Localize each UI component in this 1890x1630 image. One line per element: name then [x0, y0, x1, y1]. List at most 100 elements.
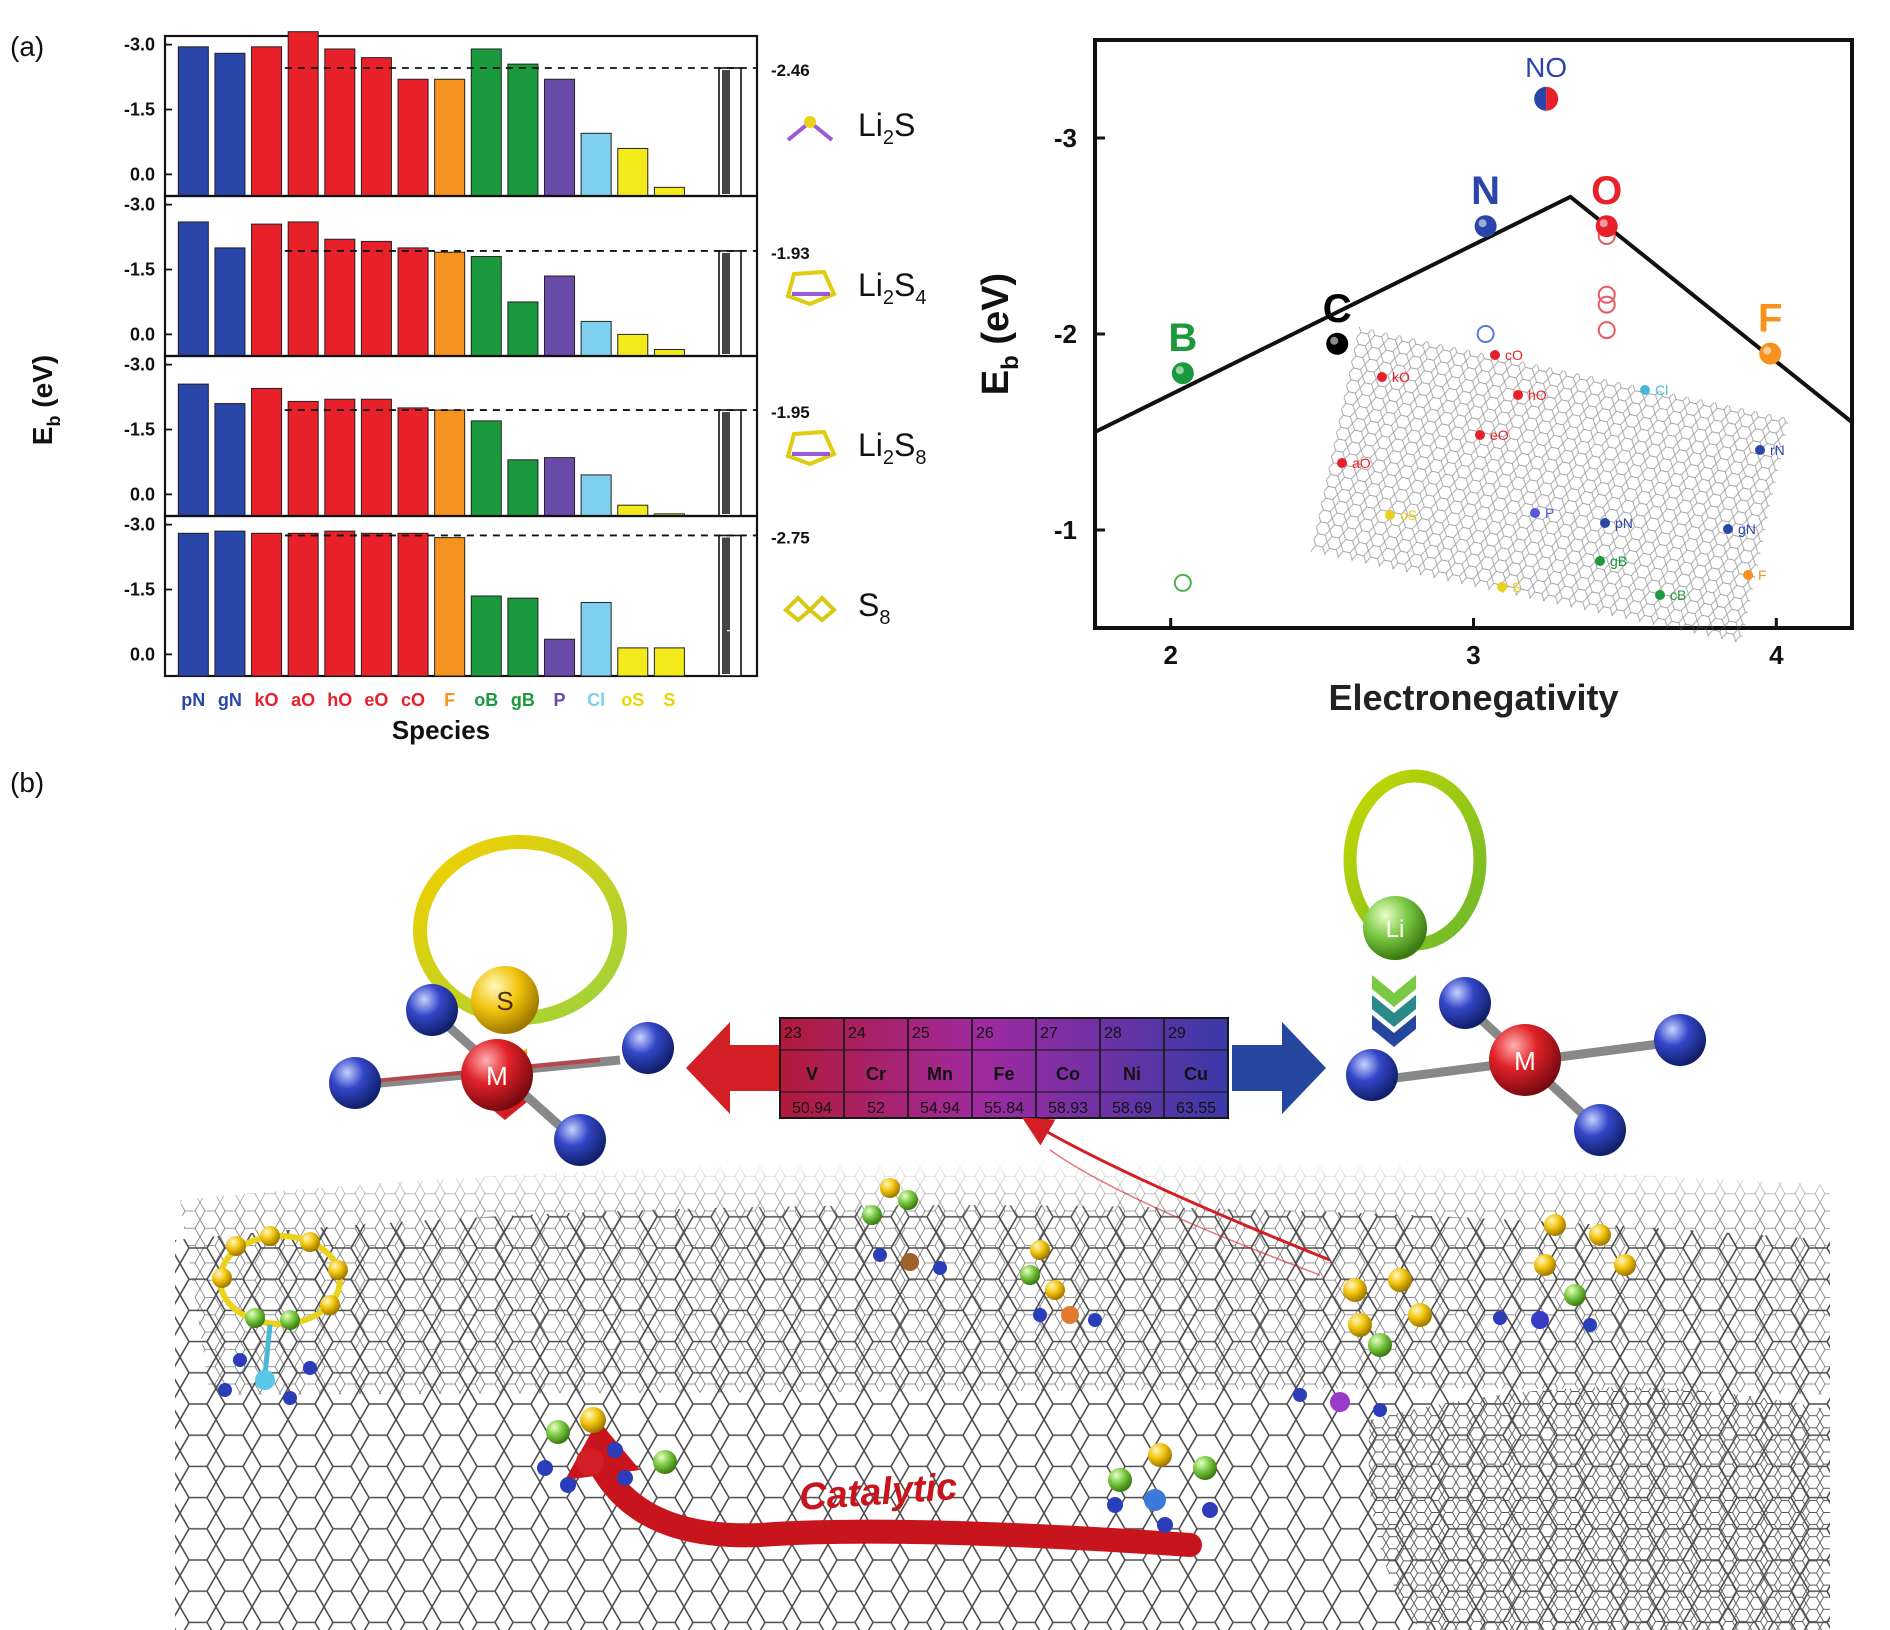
bar [580, 601, 612, 677]
undoped-bar-shade [722, 252, 730, 354]
inset-dopant-atom [1600, 518, 1610, 528]
bar [360, 57, 392, 197]
species-label: S8 [858, 587, 890, 629]
y-axis-label: Eb (eV) [27, 355, 64, 445]
inset-dopant-atom [1497, 582, 1507, 592]
red-curve-arrow [1022, 1117, 1331, 1262]
x-tick-label: F [444, 690, 455, 710]
bar [287, 532, 319, 677]
bar [324, 238, 356, 357]
inset-label: gB [1610, 553, 1627, 569]
inset-dopant-atom [1490, 350, 1500, 360]
nitrogen-atom [406, 984, 458, 1036]
inset-label: rN [1770, 442, 1785, 458]
inset-dopant-atom [1743, 570, 1753, 580]
metal-atom [461, 1039, 533, 1111]
point-label: NO [1525, 52, 1567, 83]
x-tick-label: kO [255, 690, 279, 710]
element-number: 25 [912, 1025, 930, 1042]
data-point-highlight [1175, 366, 1184, 375]
element-number: 23 [784, 1025, 802, 1042]
molecule-center-left [537, 1407, 677, 1493]
element-symbol: Fe [993, 1064, 1014, 1084]
bar [470, 256, 502, 357]
open-point [1173, 573, 1192, 592]
x-tick-label: eO [364, 690, 388, 710]
bar [324, 530, 356, 677]
metal-complex-left: M [329, 984, 674, 1166]
molecule-s8-left [212, 1226, 348, 1405]
element-mass: 55.84 [984, 1100, 1024, 1117]
element-mass: 63.55 [1176, 1100, 1216, 1117]
data-point-highlight [1330, 336, 1339, 345]
data-point [1534, 86, 1547, 111]
bar [617, 504, 649, 517]
bar [214, 247, 246, 357]
sulfur-atom-label: S [496, 986, 513, 1016]
panel-label-a: (a) [10, 31, 44, 62]
inset-flake [1310, 326, 1790, 644]
open-point [1597, 321, 1616, 340]
metal-atom-label: M [1514, 1046, 1536, 1076]
bar [617, 647, 649, 677]
inset-label: oS [1400, 507, 1417, 523]
trend-line [1094, 194, 1854, 434]
y-tick-label: -3.0 [124, 515, 155, 535]
undoped-label: undoped [727, 598, 743, 653]
inset-label: gN [1738, 521, 1756, 537]
inset-dopant-atom [1337, 458, 1347, 468]
bar [580, 320, 612, 357]
data-point-highlight [1763, 346, 1772, 355]
bar [287, 400, 319, 517]
bar [470, 420, 502, 517]
bar [434, 78, 466, 197]
periodic-table-strip: 23V50.9424Cr5225Mn54.9426Fe55.8427Co58.9… [779, 1017, 1229, 1119]
bar [544, 457, 576, 517]
point-label: O [1591, 169, 1622, 213]
red-arrow-left [686, 1022, 780, 1114]
molecule-glyph [785, 269, 837, 307]
data-point [1546, 86, 1559, 111]
y-tick-label: -3.0 [124, 195, 155, 215]
lithium-down-chevrons [1372, 975, 1416, 1047]
bar [287, 31, 319, 197]
y-tick-label: 0.0 [130, 484, 155, 504]
bar [360, 532, 392, 677]
metal-complex-right: M [1346, 977, 1706, 1156]
bar [434, 537, 466, 677]
element-symbol: Cr [866, 1064, 886, 1084]
panel-label-b: (b) [10, 767, 44, 798]
data-point-highlight [1478, 219, 1487, 228]
x-axis-label: Electronegativity [1328, 677, 1618, 718]
reference-label: -2.75 [771, 528, 810, 547]
lithium-atom [1363, 896, 1427, 960]
inset-label: S [1512, 579, 1521, 595]
undoped-bar-shade [722, 70, 730, 194]
red-curve-arrow-shadow [1049, 1149, 1321, 1276]
y-tick-label: 0.0 [130, 324, 155, 344]
element-number: 27 [1040, 1025, 1058, 1042]
x-axis-label: Species [392, 715, 490, 745]
bar [653, 186, 685, 197]
molecule-right [1293, 1214, 1636, 1417]
inset-dopant-atom [1640, 385, 1650, 395]
x-tick-label: S [663, 690, 675, 710]
molecule-bottom [1107, 1443, 1218, 1533]
inset-label: hO [1528, 387, 1547, 403]
bar [507, 459, 539, 517]
y-tick-label: -3 [1054, 123, 1077, 153]
element-mass: 52 [867, 1100, 885, 1117]
x-tick-label: gN [218, 690, 242, 710]
x-tick-label: oS [621, 690, 644, 710]
point-label: N [1471, 169, 1500, 213]
nitrogen-atom [1439, 977, 1491, 1029]
bar [360, 398, 392, 517]
inset-label: pN [1615, 515, 1633, 531]
adsorbed-molecules [212, 1178, 1636, 1533]
lithium-atom-label: Li [1386, 916, 1405, 943]
